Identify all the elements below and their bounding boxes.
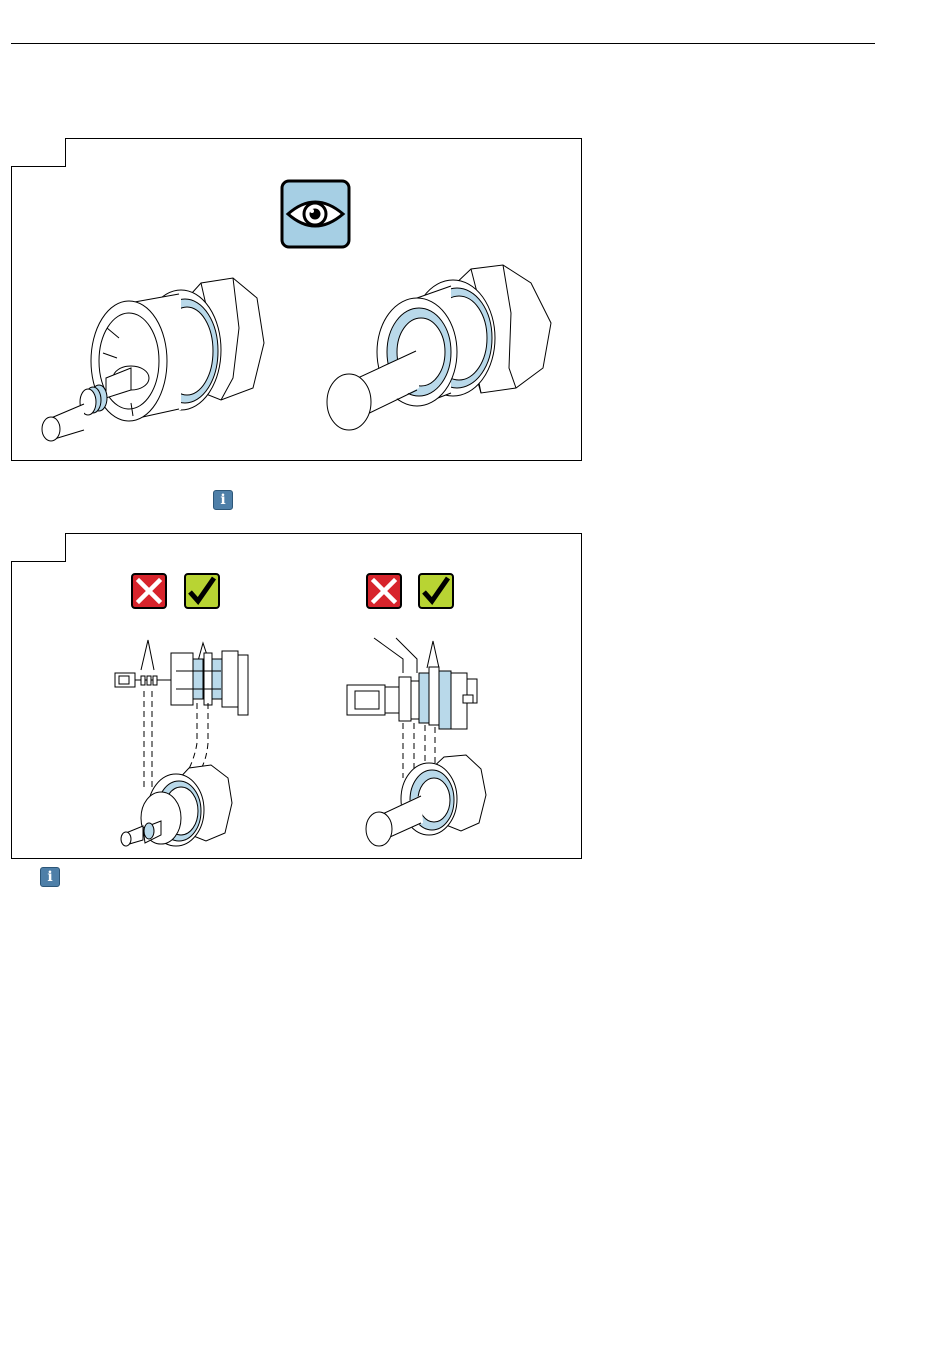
figure-seal-correct-incorrect [11, 533, 581, 859]
correct-check-icon [419, 574, 453, 608]
correct-check-icon [185, 574, 219, 608]
figure-seal-inspection [11, 138, 581, 461]
incorrect-cross-icon [132, 574, 166, 608]
right-exploded-assembly [347, 638, 486, 846]
sensor-right [327, 265, 551, 430]
figure-seal-inspection-graphic [11, 138, 582, 462]
left-exploded-assembly [115, 640, 248, 846]
sensor-left [42, 278, 264, 441]
info-icon: i [213, 490, 233, 510]
figure-seal-correct-incorrect-graphic [11, 533, 582, 860]
incorrect-cross-icon [367, 574, 401, 608]
info-icon: i [40, 867, 60, 887]
header-rule [11, 43, 875, 44]
eye-icon [282, 181, 349, 247]
